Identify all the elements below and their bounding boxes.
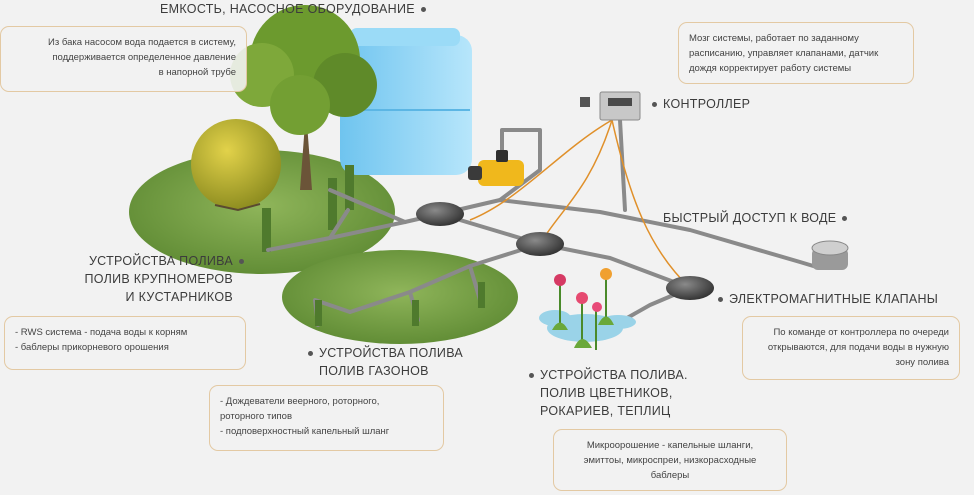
lawn-label-line-2: ПОЛИВ ГАЗОНОВ [319, 364, 429, 378]
trees-label-line-3: И КУСТАРНИКОВ [125, 290, 233, 304]
flowers-note-line-3: баблеры [650, 470, 690, 481]
quick-access-label-text: БЫСТРЫЙ ДОСТУП К ВОДЕ [663, 211, 837, 225]
lawn-note-line-2: роторного типов [220, 411, 293, 422]
flowers-label-line-1: УСТРОЙСТВА ПОЛИВА. [523, 366, 688, 384]
valves-note-line-1: По команде от контроллера по очереди [773, 327, 949, 338]
controller-label: КОНТРОЛЛЕР [646, 95, 750, 113]
bullet-dot [529, 373, 534, 379]
flower-icon [539, 268, 636, 350]
trees-label-line-1: УСТРОЙСТВА ПОЛИВА [60, 252, 250, 270]
valve-box-icon [416, 202, 714, 300]
controller-label-text: КОНТРОЛЛЕР [663, 97, 751, 111]
lawn-label-line-1: УСТРОЙСТВА ПОЛИВА [302, 344, 463, 362]
trees-note-line-1: - RWS система - подача воды к корням [15, 327, 188, 338]
valves-note-line-2: открываются, для подачи воды в нужную [767, 342, 949, 353]
controller-note-line-1: Мозг системы, работает по заданному [689, 33, 859, 44]
lawn-note-line-3: - подповерхностный капельный шланг [220, 426, 390, 437]
pump-icon [468, 150, 524, 186]
bullet-dot [420, 7, 426, 13]
flowers-label-line-2: ПОЛИВ ЦВЕТНИКОВ, [540, 386, 673, 400]
quick-coupler-icon [811, 240, 849, 270]
quick-access-label: БЫСТРЫЙ ДОСТУП К ВОДЕ [663, 209, 853, 227]
flowers-note-line-1: Микроорошение - капельные шланги, [586, 440, 754, 451]
bullet-dot [718, 297, 723, 303]
trees-label-line-2: ПОЛИВ КРУПНОМЕРОВ [84, 272, 233, 286]
valves-label-text: ЭЛЕКТРОМАГНИТНЫЕ КЛАПАНЫ [729, 292, 939, 306]
valves-label: ЭЛЕКТРОМАГНИТНЫЕ КЛАПАНЫ [712, 290, 938, 308]
tree-sprinklers [262, 165, 354, 252]
shrub-icon [191, 119, 281, 212]
tank-note-line-3: в напорной трубе [158, 67, 236, 78]
trees-note: - RWS система - подача воды к корням - б… [4, 316, 246, 370]
flowers-note: Микроорошение - капельные шланги, эмитто… [553, 429, 787, 491]
valves-note-line-3: зону полива [895, 357, 949, 368]
trees-label: УСТРОЙСТВА ПОЛИВА ПОЛИВ КРУПНОМЕРОВ И КУ… [60, 252, 250, 306]
tank-note: Из бака насосом вода подается в систему,… [0, 26, 247, 92]
tank-label-text: ЕМКОСТЬ, НАСОСНОЕ ОБОРУДОВАНИЕ [160, 2, 415, 16]
valves-note: По команде от контроллера по очереди отк… [742, 316, 960, 380]
flowers-note-line-2: эмиттоы, микроспреи, низкорасходные [583, 455, 757, 466]
controller-note: Мозг системы, работает по заданному расп… [678, 22, 914, 84]
tank-note-line-1: Из бака насосом вода подается в систему, [48, 37, 236, 48]
controller-note-line-3: дождя корректирует работу системы [689, 63, 852, 74]
trees-label-text-1: УСТРОЙСТВА ПОЛИВА [88, 254, 233, 268]
flowers-label: УСТРОЙСТВА ПОЛИВА. ПОЛИВ ЦВЕТНИКОВ, РОКА… [523, 366, 688, 420]
bullet-dot [652, 102, 657, 108]
lawn-sprinklers [315, 282, 485, 326]
flowers-label-text-1: УСТРОЙСТВА ПОЛИВА. [540, 368, 688, 382]
bullet-dot [842, 216, 848, 222]
tree-icon [230, 5, 377, 190]
trees-note-line-2: - баблеры прикорневого орошения [15, 342, 169, 353]
lawn-label-text-1: УСТРОЙСТВА ПОЛИВА [319, 346, 464, 360]
bullet-dot [308, 351, 313, 357]
lawn-note-line-1: - Дождеватели веерного, роторного, [220, 396, 380, 407]
lawn-label: УСТРОЙСТВА ПОЛИВА ПОЛИВ ГАЗОНОВ [302, 344, 463, 380]
flowers-label-line-3: РОКАРИЕВ, ТЕПЛИЦ [540, 404, 671, 418]
bullet-dot [239, 259, 244, 265]
tank-note-line-2: поддерживается определенное давление [52, 52, 236, 63]
controller-note-line-2: расписанию, управляет клапанами, датчик [689, 48, 879, 59]
controller-box-icon [580, 91, 641, 121]
tank-label: ЕМКОСТЬ, НАСОСНОЕ ОБОРУДОВАНИЕ [160, 0, 432, 18]
lawn-note: - Дождеватели веерного, роторного, ротор… [209, 385, 444, 451]
